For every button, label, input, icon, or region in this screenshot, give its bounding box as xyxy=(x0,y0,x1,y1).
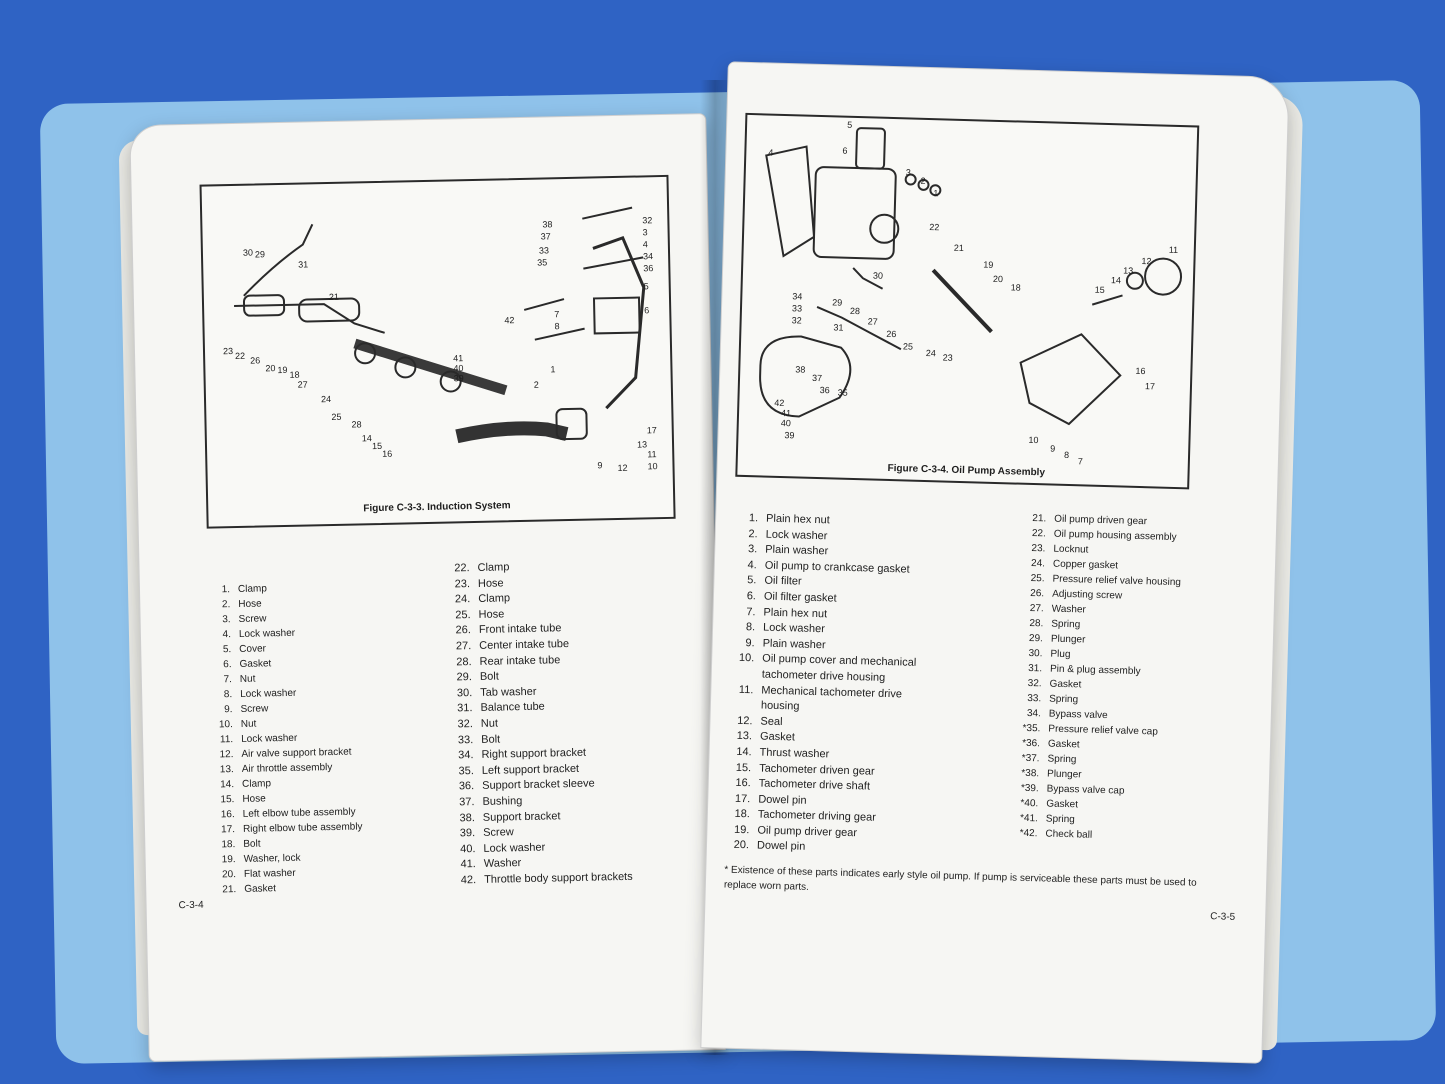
figure-label: 13 xyxy=(636,439,648,450)
figure-label: 38 xyxy=(795,364,806,375)
figure-label: 31 xyxy=(833,322,844,333)
figure-label: 41 xyxy=(780,407,792,419)
figure-label: 11 xyxy=(647,449,657,460)
figure-label: 6 xyxy=(644,305,650,316)
figure-label: 15 xyxy=(1094,284,1105,295)
figure-label: 13 xyxy=(1123,265,1134,276)
figure-label: 23 xyxy=(222,346,234,357)
figure-label: 9 xyxy=(1050,443,1056,454)
figure-label: 4 xyxy=(768,147,774,158)
figure-label: 14 xyxy=(1110,275,1122,286)
figure-label: 35 xyxy=(537,257,548,268)
page-number: C-3-5 xyxy=(1210,911,1236,923)
figure-label: 29 xyxy=(254,249,266,260)
figure-label: 23 xyxy=(942,352,953,363)
figure-label: 30 xyxy=(242,247,254,258)
figure-label: 22 xyxy=(929,222,940,233)
figure-label: 4 xyxy=(642,239,648,250)
figure-label: 20 xyxy=(265,363,276,374)
parts-list-left-col1: 1.Clamp 2.Hose 3.Screw 4.Lock washer 5.C… xyxy=(200,579,364,897)
figure-label: 28 xyxy=(351,419,362,430)
figure-label: 5 xyxy=(643,281,649,292)
figure-label: 18 xyxy=(289,369,300,380)
figure-label: 40 xyxy=(453,363,464,374)
figure-label: 39 xyxy=(453,373,464,384)
page-number: C-3-4 xyxy=(178,899,204,912)
figure-label: 37 xyxy=(540,231,551,242)
left-page: 30 29 31 21 23 22 26 20 19 18 27 24 25 2… xyxy=(130,114,725,1061)
figure-label: 10 xyxy=(1028,434,1039,446)
oil-pump-drawing xyxy=(759,127,1183,426)
figure-label: 33 xyxy=(538,245,550,256)
figure-label: 33 xyxy=(791,303,803,314)
figure-label: 21 xyxy=(953,242,964,254)
figure-label: 37 xyxy=(811,372,823,384)
figure-label: 40 xyxy=(780,417,791,429)
footnote: * Existence of these parts indicates ear… xyxy=(723,864,1197,893)
figure-label: 1 xyxy=(550,364,556,375)
figure-label: 2 xyxy=(533,379,539,390)
figure-label: 34 xyxy=(643,251,654,262)
figure-label: 39 xyxy=(784,430,795,441)
figure-label: 17 xyxy=(1144,381,1156,392)
figure-label: 25 xyxy=(902,341,914,352)
figure-label: 19 xyxy=(983,259,994,270)
figure-label: 30 xyxy=(872,270,884,281)
figure-label: 6 xyxy=(842,145,848,156)
figure-label: 17 xyxy=(646,425,657,436)
oil-pump-figure: 5 6 4 3 2 1 22 21 30 19 20 18 11 12 13 1… xyxy=(735,112,1200,490)
figure-label: 35 xyxy=(837,387,848,398)
figure-label: 31 xyxy=(298,259,309,270)
list-item: 21.Gasket xyxy=(222,883,277,896)
figure-label: 8 xyxy=(554,321,560,332)
figure-label: 24 xyxy=(925,347,936,359)
figure-label: 2 xyxy=(920,175,926,186)
figure-label: 16 xyxy=(382,448,393,459)
figure-label: 3 xyxy=(642,227,648,238)
figure-label: 9 xyxy=(597,460,603,471)
figure-label: 29 xyxy=(832,297,843,308)
list-item: 42.Throttle body support brackets xyxy=(460,870,633,887)
figure-label: 32 xyxy=(642,215,653,226)
figure-label: 41 xyxy=(453,353,464,364)
figure-label: 42 xyxy=(774,397,785,409)
figure-label: 42 xyxy=(504,315,515,326)
figure-label: 7 xyxy=(1077,456,1084,467)
figure-label: 26 xyxy=(250,355,261,366)
figure-label: 7 xyxy=(554,309,560,320)
induction-system-figure: 30 29 31 21 23 22 26 20 19 18 27 24 25 2… xyxy=(199,174,676,529)
parts-list-right-col2: 21.Oil pump driven gear 22.Oil pump hous… xyxy=(1007,511,1183,846)
parts-list-right-col1: 1.Plain hex nut 2.Lock washer 3.Plain wa… xyxy=(719,511,921,859)
figure-label: 19 xyxy=(277,364,288,376)
figure-label: 18 xyxy=(1010,282,1021,293)
figure-label: 26 xyxy=(886,328,897,340)
figure-label: 3 xyxy=(905,167,912,178)
figure-label: 16 xyxy=(1135,365,1146,377)
figure-label: 15 xyxy=(371,440,383,452)
figure-label: 27 xyxy=(297,379,308,390)
figure-label: 36 xyxy=(643,263,654,274)
figure-label: 36 xyxy=(819,385,830,396)
figure-label: 14 xyxy=(361,433,372,444)
figure-label: 11 xyxy=(1168,244,1179,255)
figure-label: 10 xyxy=(647,461,658,472)
figure-label: 38 xyxy=(542,219,553,230)
figure-label: 25 xyxy=(331,411,342,422)
figure-label: 22 xyxy=(235,350,246,361)
figure-label: 24 xyxy=(320,393,332,405)
figure-label: 8 xyxy=(1063,449,1070,461)
induction-system-drawing xyxy=(234,206,646,444)
parts-list-left-col2: 22.Clamp 23.Hose 24.Clamp 25.Hose 26.Fro… xyxy=(439,558,633,889)
figure-label: 27 xyxy=(867,316,878,327)
figure-label: 20 xyxy=(992,273,1004,285)
figure-label: 34 xyxy=(792,291,803,302)
figure-label: 12 xyxy=(1141,255,1152,267)
figure-label: 12 xyxy=(617,462,628,473)
figure-label: 21 xyxy=(328,291,340,303)
figure-label: 28 xyxy=(849,305,861,317)
figure-label: 5 xyxy=(847,119,853,130)
figure-label: 1 xyxy=(933,188,939,199)
right-page: 5 6 4 3 2 1 22 21 30 19 20 18 11 12 13 1… xyxy=(701,62,1289,1063)
figure-label: 32 xyxy=(791,315,802,326)
